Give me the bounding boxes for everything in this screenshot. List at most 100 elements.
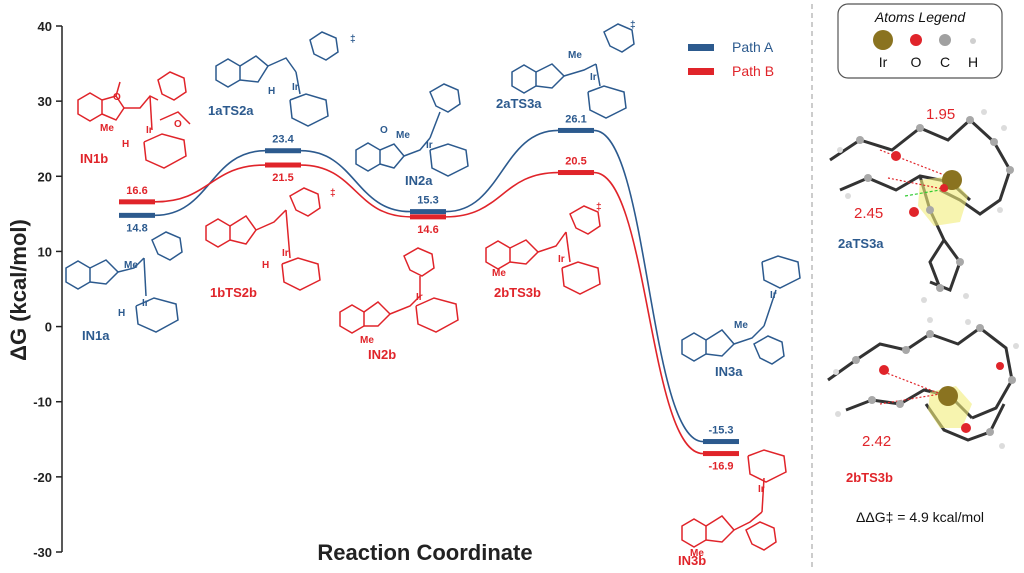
y-tick-label: 30 <box>38 94 52 109</box>
value-label-a: 23.4 <box>272 134 294 146</box>
energy-level-b <box>558 170 594 176</box>
label-1bts2b: 1bTS2b <box>210 285 257 300</box>
y-tick-label: 20 <box>38 169 52 184</box>
svg-text:O: O <box>174 119 182 130</box>
svg-text:Me: Me <box>396 130 410 141</box>
profile-line-b <box>155 165 739 454</box>
y-tick-label: -10 <box>33 395 52 410</box>
structure-in3a: Ir Me <box>681 255 801 365</box>
o-atom-icon <box>910 34 922 46</box>
svg-text:Ir: Ir <box>416 292 423 303</box>
svg-text:Me: Me <box>492 268 506 279</box>
energy-level-a <box>703 439 739 445</box>
delta-delta-g-label: ΔΔG‡ = 4.9 kcal/mol <box>856 509 984 525</box>
atom-label-o: O <box>911 54 922 70</box>
svg-text:H: H <box>268 86 275 97</box>
label-2ats3a: 2aTS3a <box>496 96 542 111</box>
energy-level-a <box>119 212 155 218</box>
molecular-structures: Ir O O Me H Ir ‡ H Ir O Me <box>65 20 801 559</box>
model-name-top: 2aTS3a <box>838 236 884 251</box>
y-tick-label: -20 <box>33 470 52 485</box>
svg-text:O: O <box>113 92 121 103</box>
atom-label-h: H <box>968 54 978 70</box>
value-label-a: 26.1 <box>565 113 586 125</box>
svg-text:Me: Me <box>568 50 582 61</box>
svg-text:Me: Me <box>124 260 138 271</box>
structure-in1a: Ir Me H <box>65 231 183 333</box>
label-in3b: IN3b <box>678 553 706 568</box>
value-label-b: 16.6 <box>126 185 147 197</box>
svg-text:Ir: Ir <box>426 140 433 151</box>
energy-level-a <box>558 127 594 133</box>
structure-2ats3a: Ir Me ‡ <box>511 20 636 119</box>
label-1ats2a: 1aTS2a <box>208 103 254 118</box>
svg-text:Ir: Ir <box>758 484 765 495</box>
value-label-b: 20.5 <box>565 156 586 168</box>
svg-text:O: O <box>380 125 388 136</box>
legend-label-b: Path B <box>732 63 774 79</box>
svg-text:Ir: Ir <box>558 254 565 265</box>
svg-text:Ir: Ir <box>146 125 153 136</box>
label-in3a: IN3a <box>715 364 743 379</box>
y-tick-label: 10 <box>38 244 52 259</box>
svg-text:H: H <box>122 139 129 150</box>
energy-level-b <box>119 199 155 205</box>
y-tick-label: 40 <box>38 19 52 34</box>
svg-text:Ir: Ir <box>770 290 777 301</box>
energy-profiles: 16.6 14.8 23.4 21.5 15.3 14.6 26.1 20.5 -15.3 -16… <box>119 113 739 473</box>
svg-text:H: H <box>118 308 125 319</box>
svg-text:Ir: Ir <box>142 298 149 309</box>
svg-text:Me: Me <box>360 335 374 346</box>
svg-text:Ir: Ir <box>590 72 597 83</box>
structure-1ats2a: Ir ‡ H <box>215 31 356 127</box>
value-label-b: 21.5 <box>272 172 293 184</box>
label-2bts3b: 2bTS3b <box>494 285 541 300</box>
legend-label-a: Path A <box>732 39 774 55</box>
y-axis-label: ΔG (kcal/mol) <box>6 219 31 361</box>
model-name-bottom: 2bTS3b <box>846 470 893 485</box>
value-label-b: -16.9 <box>708 461 733 473</box>
svg-text:Ir: Ir <box>282 248 289 259</box>
label-in1b: IN1b <box>80 151 108 166</box>
distance-label-top-1: 1.95 <box>926 106 955 123</box>
label-in2a: IN2a <box>405 173 433 188</box>
energy-level-b <box>265 162 301 168</box>
energy-level-b <box>410 214 446 220</box>
value-label-a: 15.3 <box>417 195 438 207</box>
svg-text:Me: Me <box>734 320 748 331</box>
structure-2bts3b: Ir Me ‡ <box>485 202 602 295</box>
energy-level-a <box>410 209 446 215</box>
model-2bts3b: 2.42 2bTS3b <box>827 317 1019 485</box>
svg-text:H: H <box>262 260 269 271</box>
label-in2b: IN2b <box>368 347 396 362</box>
model-2ats3a: 1.95 2.45 2aTS3a <box>829 106 1014 303</box>
svg-text:‡: ‡ <box>596 202 602 213</box>
svg-text:Me: Me <box>690 548 704 559</box>
structure-in2b: Ir Me <box>339 247 459 346</box>
value-label-a: -15.3 <box>708 425 733 437</box>
distance-label-top-2: 2.45 <box>854 205 883 222</box>
value-label-b: 14.6 <box>417 224 438 236</box>
label-in1a: IN1a <box>82 328 110 343</box>
atoms-legend: Atoms Legend Ir O C H <box>837 3 1003 79</box>
svg-text:Ir: Ir <box>292 82 299 93</box>
path-legend: Path A Path B <box>688 39 774 79</box>
svg-text:‡: ‡ <box>350 34 356 45</box>
structure-in3b: Ir Me <box>681 449 787 559</box>
legend-swatch-b <box>688 68 714 75</box>
energy-level-a <box>265 148 301 154</box>
y-tick-label: 0 <box>45 320 52 335</box>
h-atom-icon <box>970 38 976 44</box>
structure-in2a: Ir O Me <box>355 83 469 177</box>
svg-text:‡: ‡ <box>330 188 336 199</box>
atom-label-ir: Ir <box>879 54 888 70</box>
value-label-a: 14.8 <box>126 222 147 234</box>
c-atom-icon <box>939 34 951 46</box>
legend-swatch-a <box>688 44 714 51</box>
structure-in1b: Ir O O Me H <box>77 71 191 169</box>
svg-text:‡: ‡ <box>630 20 636 31</box>
x-axis-label: Reaction Coordinate <box>317 540 532 565</box>
atom-label-c: C <box>940 54 950 70</box>
